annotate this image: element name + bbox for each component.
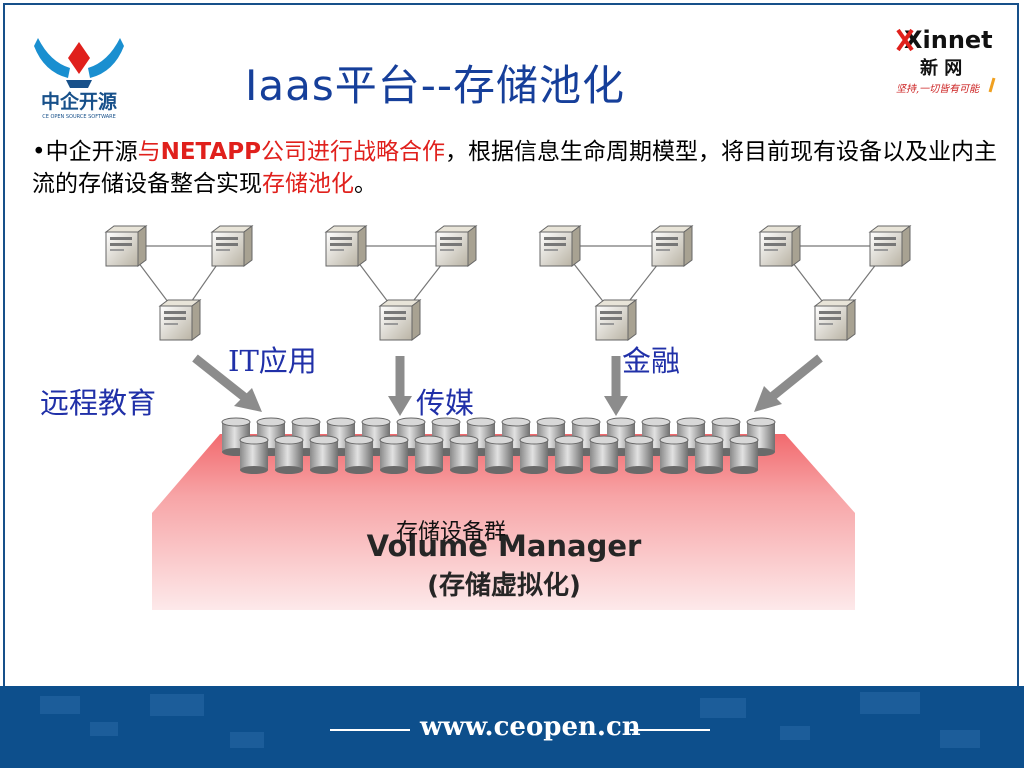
footer-url[interactable]: www.ceopen.cn: [420, 712, 641, 742]
volume-manager-sub: (存储虚拟化): [427, 570, 581, 601]
xinnet-logo: Xinnet 新 网 坚持,一切皆有可能: [890, 26, 1002, 100]
text-period: 。: [354, 171, 377, 197]
text-storage-pooling: 存储池化: [262, 171, 354, 197]
label-media: 传媒: [416, 386, 475, 420]
logo-right-name: 新 网: [920, 57, 962, 79]
logo-right-slogan: 坚持,一切皆有可能: [896, 83, 980, 95]
text-description: ，根据信息生命周期模型，将目前现有设备以及业内主流的存储设备整合实现: [32, 139, 997, 197]
label-storage-group: 存储设备群: [396, 520, 507, 545]
slide-title: Iaas平台--存储池化: [245, 61, 626, 110]
ceopen-logo: 中企开源 CE OPEN SOURCE SOFTWARE: [24, 28, 134, 120]
logo-left-subtitle: CE OPEN SOURCE SOFTWARE: [42, 114, 116, 120]
footer-bar: [0, 686, 1024, 768]
storage-pool-diagram: Volume Manager (存储虚拟化): [80, 218, 925, 613]
text-cooperation: 公司进行战略合作: [260, 139, 445, 165]
text-with: 与: [137, 139, 161, 165]
text-partner: NETAPP: [160, 139, 261, 165]
text-company: 中企开源: [45, 139, 138, 165]
label-it-application: IT应用: [228, 344, 317, 378]
bullet-mark: •: [32, 139, 46, 165]
logo-right-brand: Xinnet: [904, 26, 993, 54]
logo-left-name: 中企开源: [41, 90, 117, 113]
label-finance: 金融: [622, 344, 681, 378]
bullet-paragraph: •中企开源与NETAPP公司进行战略合作，根据信息生命周期模型，将目前现有设备以…: [32, 136, 997, 200]
volume-manager-label: Volume Manager: [367, 529, 642, 563]
slide-frame: [3, 3, 1019, 765]
label-remote-education: 远程教育: [40, 386, 157, 420]
